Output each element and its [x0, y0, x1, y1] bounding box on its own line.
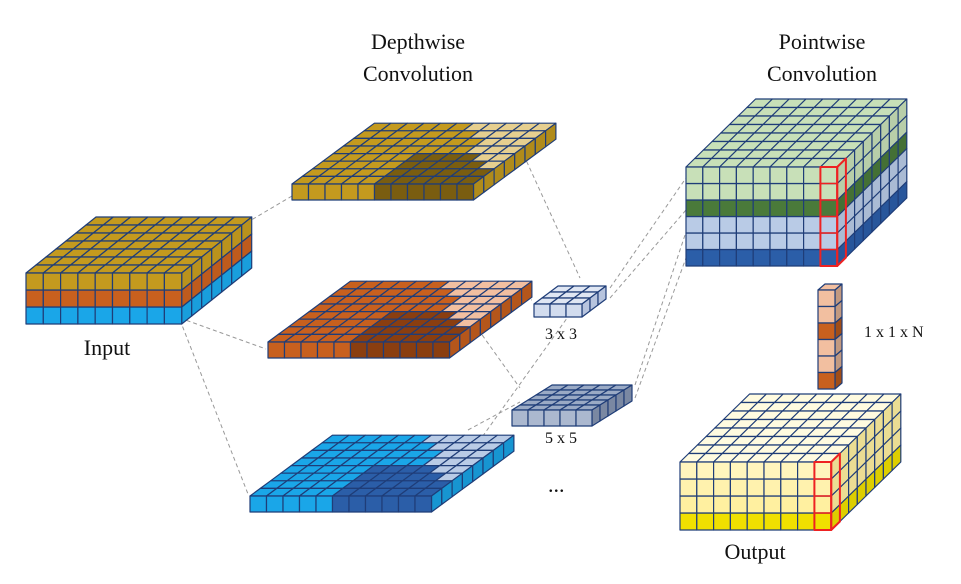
- depthwise-title: Depthwise Convolution: [362, 29, 473, 86]
- input-label: Input: [83, 335, 131, 360]
- input-block: [25, 216, 253, 325]
- connector-blue-k5: [467, 401, 521, 431]
- kernel-1x1xN: [817, 283, 843, 390]
- kernel-3x3-label: 3 x 3: [545, 326, 577, 343]
- more-kernels-ellipsis: ...: [548, 472, 565, 497]
- kernel-5x5: [511, 384, 633, 427]
- output-label: Output: [724, 539, 786, 564]
- connector-k5-pointwise-b: [634, 257, 687, 399]
- connector-k3-pointwise-b: [609, 209, 687, 299]
- depthwise-slice-blue: [249, 434, 515, 513]
- pointwise-title: Pointwise Convolution: [766, 29, 877, 86]
- pointwise-block-highlight: [819, 157, 847, 267]
- output-block-highlight: [813, 452, 841, 531]
- depthwise-slice-gold: [291, 122, 557, 201]
- connector-gold-k3: [514, 135, 581, 279]
- connector-input-blue: [179, 319, 249, 495]
- kernel-5x5-label: 5 x 5: [545, 430, 577, 447]
- output-block: [679, 393, 902, 531]
- connector-input-orange: [179, 317, 267, 350]
- pointwise-block: [685, 98, 908, 267]
- depthwise-slice-orange: [267, 280, 533, 359]
- connector-k5-pointwise-a: [634, 231, 687, 386]
- blocks: [25, 98, 908, 531]
- connector-k3-pointwise-a: [609, 177, 687, 289]
- kernel-3x3: [533, 285, 607, 318]
- pointwise-kernel-label: 1 x 1 x N: [864, 324, 924, 341]
